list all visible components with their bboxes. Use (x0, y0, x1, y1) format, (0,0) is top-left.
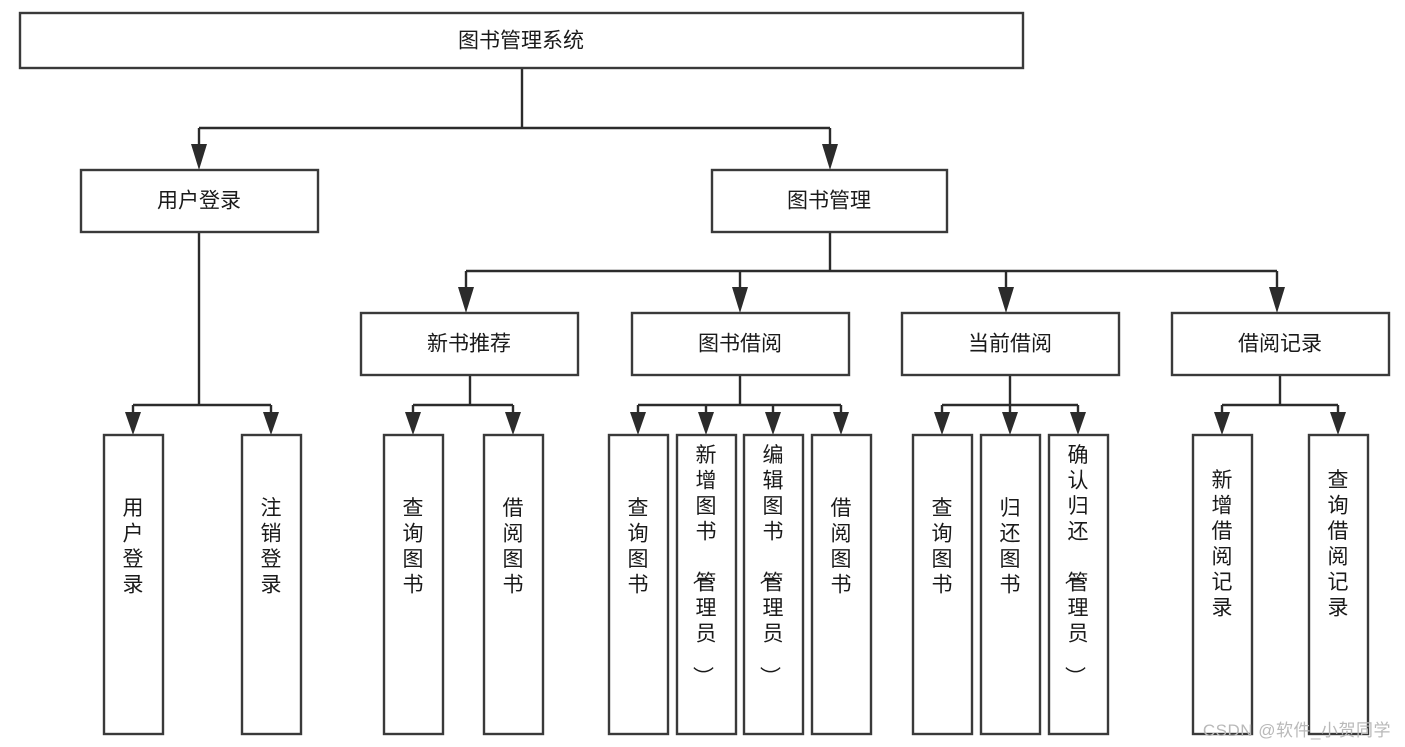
arrow-head-borrow-record (1269, 287, 1285, 313)
node-leaf-add-record[interactable]: 新增借阅记录 (1191, 433, 1254, 736)
node-user-login-label: 用户登录 (157, 190, 241, 213)
arrow-head-leaf-return-book (1002, 412, 1018, 435)
connector-layer (125, 68, 1346, 435)
node-leaf-edit-book-label: 编辑图书（管理员） (758, 444, 784, 687)
node-leaf-query-book-3-label: 查询图书 (932, 497, 953, 597)
node-leaf-return-book-label: 归还图书 (1000, 497, 1021, 597)
node-leaf-confirm-return-label: 确认归还（管理员） (1063, 444, 1089, 687)
node-current-borrow-label: 当前借阅 (968, 333, 1052, 356)
node-user-login[interactable]: 用户登录 (79, 168, 320, 234)
node-leaf-add-record-label: 新增借阅记录 (1212, 469, 1233, 620)
node-leaf-borrow-book-2-label: 借阅图书 (831, 497, 852, 597)
node-leaf-logout-login-label: 注销登录 (261, 497, 282, 597)
node-leaf-query-record-box[interactable] (1307, 433, 1370, 736)
arrow-head-new-book-recommend (458, 287, 474, 313)
arrow-head-leaf-user-login (125, 412, 141, 435)
node-leaf-add-book-box[interactable] (675, 433, 738, 736)
node-leaf-query-book-2-label: 查询图书 (628, 497, 649, 597)
node-leaf-user-login-box[interactable] (102, 433, 165, 736)
arrow-head-leaf-logout-login (263, 412, 279, 435)
node-leaf-edit-book[interactable]: 编辑图书（管理员） (742, 433, 805, 736)
node-leaf-return-book-box[interactable] (979, 433, 1042, 736)
node-root[interactable]: 图书管理系统 (18, 11, 1025, 70)
node-current-borrow[interactable]: 当前借阅 (900, 311, 1121, 377)
node-leaf-user-login[interactable]: 用户登录 (102, 433, 165, 736)
node-leaf-borrow-book-1[interactable]: 借阅图书 (482, 433, 545, 736)
node-leaf-query-book-3-box[interactable] (911, 433, 974, 736)
node-leaf-query-book-1-box[interactable] (382, 433, 445, 736)
node-leaf-query-book-2-box[interactable] (607, 433, 670, 736)
node-book-borrow-box[interactable] (630, 311, 851, 377)
node-leaf-logout-login[interactable]: 注销登录 (240, 433, 303, 736)
node-leaf-query-book-2[interactable]: 查询图书 (607, 433, 670, 736)
node-new-book-recommend-box[interactable] (359, 311, 580, 377)
csdn-watermark: CSDN @软件_小贺同学 (1202, 721, 1391, 740)
node-new-book-recommend[interactable]: 新书推荐 (359, 311, 580, 377)
node-leaf-query-book-1-label: 查询图书 (403, 497, 424, 597)
arrow-head-leaf-edit-book (765, 412, 781, 435)
node-leaf-logout-login-box[interactable] (240, 433, 303, 736)
arrow-head-leaf-confirm-return (1070, 412, 1086, 435)
arrow-head-leaf-query-book-3 (934, 412, 950, 435)
node-leaf-confirm-return-box[interactable] (1047, 433, 1110, 736)
node-book-management[interactable]: 图书管理 (710, 168, 949, 234)
arrow-head-current-borrow (998, 287, 1014, 313)
node-book-borrow[interactable]: 图书借阅 (630, 311, 851, 377)
node-leaf-edit-book-box[interactable] (742, 433, 805, 736)
node-borrow-record[interactable]: 借阅记录 (1170, 311, 1391, 377)
node-leaf-borrow-book-1-box[interactable] (482, 433, 545, 736)
node-user-login-box[interactable] (79, 168, 320, 234)
arrow-head-leaf-add-record (1214, 412, 1230, 435)
node-leaf-query-book-3[interactable]: 查询图书 (911, 433, 974, 736)
node-leaf-return-book[interactable]: 归还图书 (979, 433, 1042, 736)
node-leaf-borrow-book-2[interactable]: 借阅图书 (810, 433, 873, 736)
node-leaf-add-book-label: 新增图书（管理员） (691, 444, 717, 687)
node-leaf-query-record[interactable]: 查询借阅记录 (1307, 433, 1370, 736)
node-borrow-record-label: 借阅记录 (1238, 333, 1322, 356)
arrow-head-leaf-query-book-2 (630, 412, 646, 435)
arrow-head-book-management (822, 144, 838, 170)
node-leaf-borrow-book-1-label: 借阅图书 (503, 497, 524, 597)
node-borrow-record-box[interactable] (1170, 311, 1391, 377)
node-leaf-add-record-box[interactable] (1191, 433, 1254, 736)
arrow-head-leaf-query-record (1330, 412, 1346, 435)
node-leaf-query-record-label: 查询借阅记录 (1328, 469, 1349, 620)
node-root-box[interactable] (18, 11, 1025, 70)
node-leaf-query-book-1[interactable]: 查询图书 (382, 433, 445, 736)
arrow-head-user-login (191, 144, 207, 170)
node-leaf-borrow-book-2-box[interactable] (810, 433, 873, 736)
node-current-borrow-box[interactable] (900, 311, 1121, 377)
node-book-management-box[interactable] (710, 168, 949, 234)
arrow-head-book-borrow (732, 287, 748, 313)
node-book-borrow-label: 图书借阅 (698, 333, 782, 356)
node-book-management-label: 图书管理 (787, 190, 871, 213)
node-root-label: 图书管理系统 (458, 30, 584, 53)
node-leaf-add-book[interactable]: 新增图书（管理员） (675, 433, 738, 736)
node-leaf-user-login-label: 用户登录 (123, 497, 144, 597)
node-new-book-recommend-label: 新书推荐 (427, 333, 511, 356)
arrow-head-leaf-borrow-book-1 (505, 412, 521, 435)
node-leaf-confirm-return[interactable]: 确认归还（管理员） (1047, 433, 1110, 736)
arrow-head-leaf-query-book-1 (405, 412, 421, 435)
arrow-head-leaf-add-book (698, 412, 714, 435)
arrow-head-leaf-borrow-book-2 (833, 412, 849, 435)
